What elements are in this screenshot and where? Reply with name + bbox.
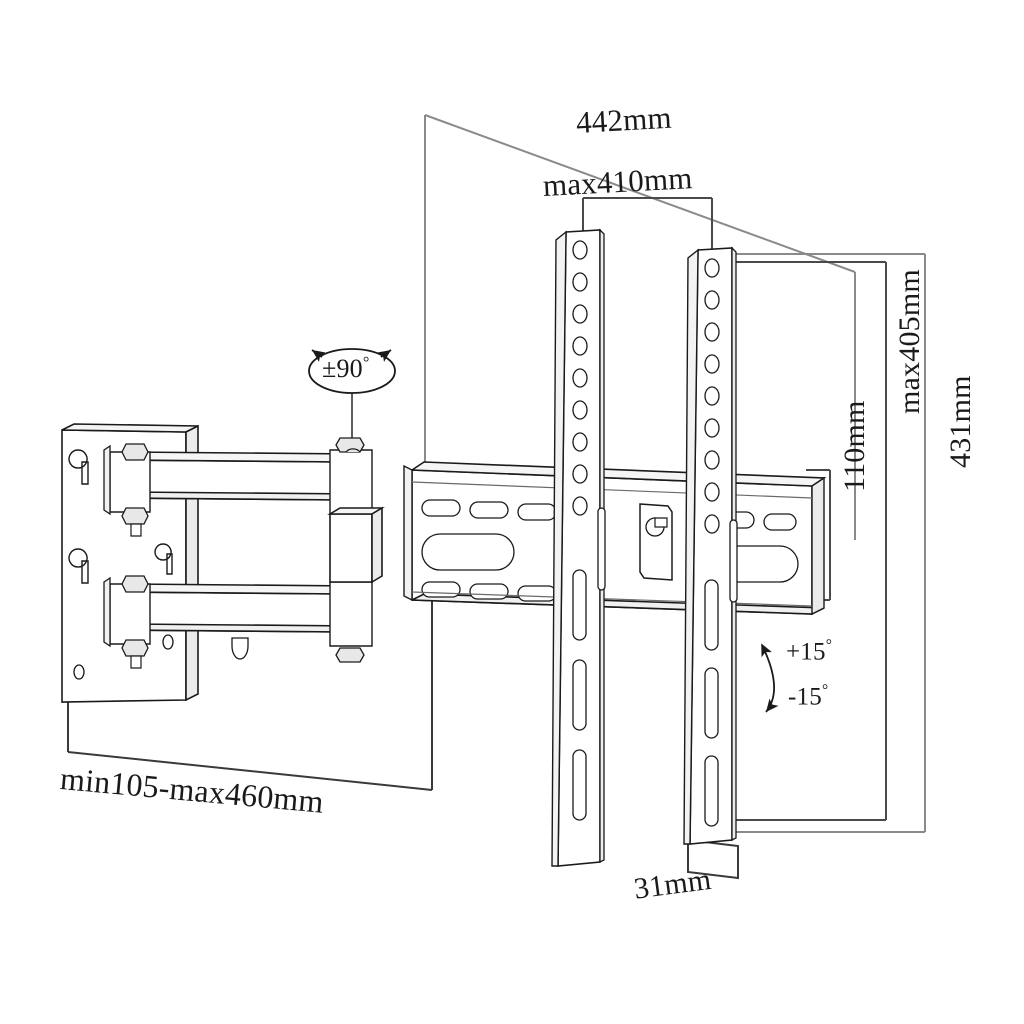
swivel-post-side xyxy=(371,506,383,584)
tilt-indicator xyxy=(761,643,779,713)
swivel-pivot-post xyxy=(327,448,385,584)
keyhole-slot-mid-right xyxy=(154,543,173,575)
center-locking-tab xyxy=(639,503,673,581)
wall-plate-top-edge xyxy=(61,423,199,433)
lower-arm-bolt-bottom xyxy=(121,639,149,657)
horizontal-mounting-bracket xyxy=(403,461,827,616)
locking-tab-pin-stem xyxy=(654,517,668,528)
dimension-label-rail-height: 431mm xyxy=(944,375,977,468)
upper-arm-hinge-side xyxy=(103,444,111,516)
lower-arm-bottom-face xyxy=(115,623,358,633)
lower-arm-top-face xyxy=(115,583,358,595)
retainer-bar-left xyxy=(597,507,606,591)
dimension-label-vesa-max-height: max405mm xyxy=(893,269,926,414)
retainer-bar-right xyxy=(729,519,738,603)
dimension-label-bracket-height: 110mm xyxy=(838,400,871,492)
lower-articulating-arm xyxy=(103,575,373,669)
dim-line-442 xyxy=(424,114,856,273)
upper-arm-hinge-bracket xyxy=(109,451,151,513)
rail-retainer-bars xyxy=(597,507,738,603)
dimension-lines xyxy=(67,114,926,880)
bracket-left-return xyxy=(403,464,413,602)
bracket-rib-line xyxy=(411,591,813,607)
left-rail-hole-column xyxy=(572,240,588,516)
swivel-arrow-right xyxy=(377,349,392,362)
screw-hole-bottom-left xyxy=(73,664,85,680)
tilt-up-degree-symbol: ° xyxy=(825,637,833,654)
upper-arm-pivot-bracket xyxy=(329,449,373,515)
screw-hole-bottom-right xyxy=(162,634,174,650)
upper-arm-top-face xyxy=(115,451,358,463)
lower-arm-hinge-bracket xyxy=(109,583,151,645)
upper-arm-bolt-shank xyxy=(130,523,142,537)
left-rail-left-edge xyxy=(551,230,567,867)
angle-label-tilt-down: -15° xyxy=(788,682,828,711)
upper-arm-bolt-bottom xyxy=(121,507,149,525)
angle-label-tilt-up: +15° xyxy=(786,637,832,666)
angle-label-swivel: ±90° xyxy=(322,354,370,384)
upper-arm-bolt-top xyxy=(121,443,149,461)
swivel-cap xyxy=(345,448,361,453)
right-rail-slot-column xyxy=(704,579,719,827)
lower-arm-hinge-side xyxy=(103,576,111,648)
tilt-arc xyxy=(761,643,779,713)
swivel-angle-value: ±90 xyxy=(322,354,363,383)
lower-arm-pivot-bolt xyxy=(335,647,365,663)
cable-clip xyxy=(231,637,249,660)
dim-line-depth xyxy=(67,751,433,791)
right-rail-hole-column xyxy=(704,258,720,534)
bracket-large-oval-left xyxy=(421,533,515,571)
lower-arm-pivot-bracket xyxy=(329,581,373,647)
tilt-up-value: +15 xyxy=(786,638,826,666)
dimension-label-plate-width: 442mm xyxy=(575,99,673,140)
lower-arm-bolt-top xyxy=(121,575,149,593)
keyhole-slot-top-left xyxy=(68,449,89,485)
swivel-arrow-left xyxy=(311,349,326,362)
bracket-top-rib-line xyxy=(411,481,813,499)
keyhole-slot-mid-left xyxy=(68,548,89,584)
right-vesa-rail xyxy=(683,246,737,845)
left-vesa-rail xyxy=(551,228,605,867)
swivel-post-body xyxy=(329,513,373,583)
tilt-down-degree-symbol: ° xyxy=(821,682,829,699)
bracket-right-return xyxy=(811,476,825,616)
tilt-down-value: -15 xyxy=(788,683,822,711)
left-rail-slot-column xyxy=(572,569,587,821)
upper-arm-bottom-face xyxy=(115,491,358,501)
swivel-degree-symbol: ° xyxy=(362,354,370,372)
right-rail-left-edge xyxy=(683,248,699,845)
lower-arm-bolt-shank xyxy=(130,655,142,669)
leader-box-31 xyxy=(687,838,739,880)
